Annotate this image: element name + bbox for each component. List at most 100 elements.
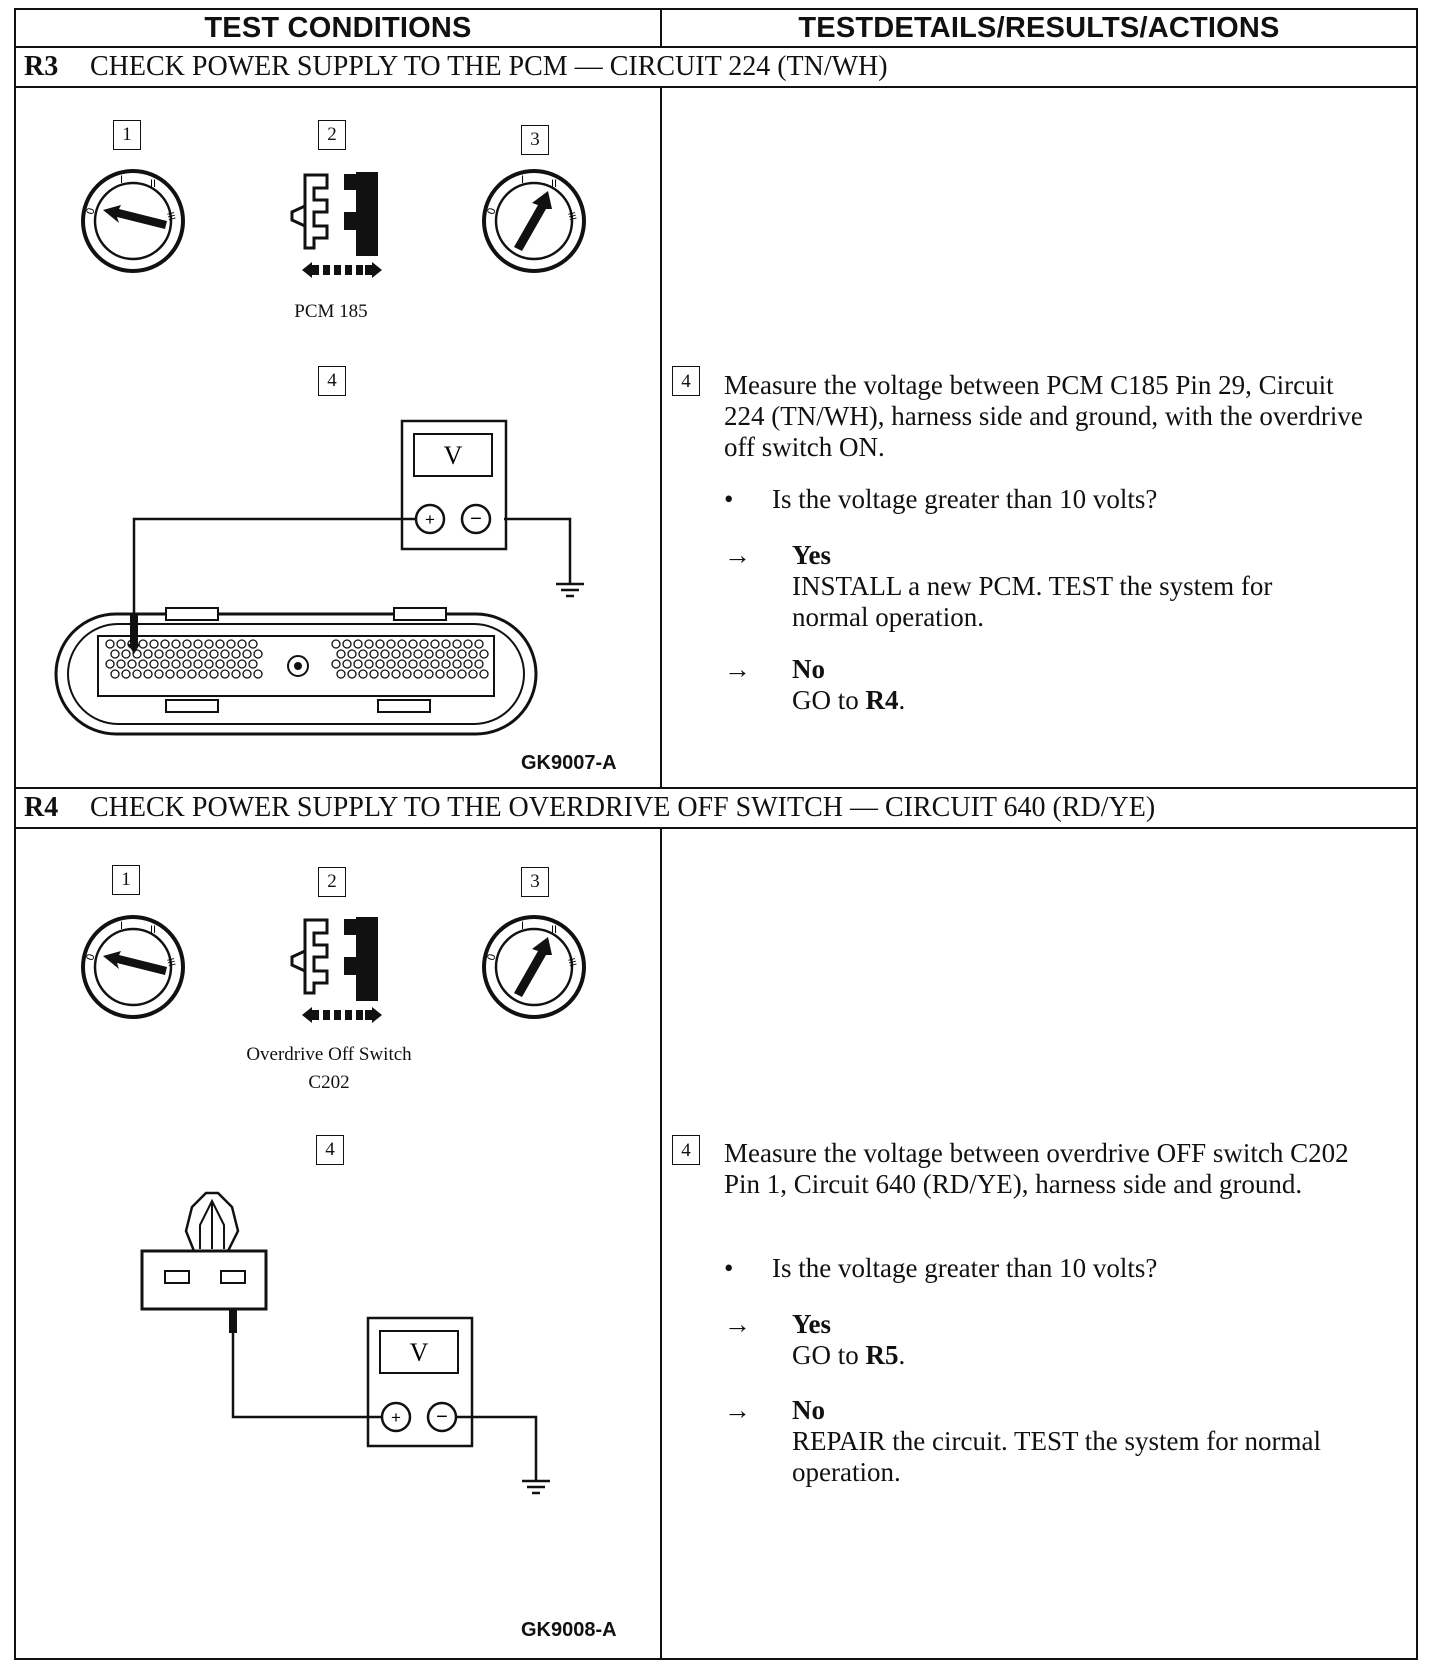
- r4-diagram: 0 I II III 0 I II III: [16, 829, 660, 1656]
- no-label: No: [792, 654, 825, 684]
- figure-code: GK9007-A: [521, 752, 617, 774]
- ignition-off-dial: 0 I II III: [81, 915, 185, 1019]
- figure-code: GK9008-A: [521, 1619, 617, 1641]
- instruction-text: Measure the voltage between overdrive OF…: [724, 1138, 1349, 1199]
- question-text: Is the voltage greater than 10 volts?: [772, 484, 1158, 514]
- r4-diagram-svg: 0 I II III 0 I II III: [81, 915, 586, 1495]
- svg-text:II: II: [551, 924, 557, 936]
- instruction-text: Measure the voltage between PCM C185 Pin…: [724, 370, 1363, 462]
- arrow-right-icon: →: [724, 540, 751, 570]
- section-code: R4: [24, 792, 59, 823]
- svg-text:−: −: [436, 1406, 448, 1428]
- svg-text:III: III: [565, 211, 578, 222]
- svg-text:II: II: [150, 178, 156, 190]
- no-action: REPAIR the circuit. TEST the system for …: [792, 1426, 1352, 1488]
- bullet-icon: •: [724, 484, 734, 514]
- svg-text:V: V: [444, 441, 463, 470]
- connector-caption: Overdrive Off Switch C202: [214, 1041, 444, 1096]
- r4-details: 4 Measure the voltage between overdrive …: [662, 829, 1416, 1656]
- connector-disconnect: [290, 172, 382, 278]
- step-3-box: 3: [521, 867, 549, 897]
- section-title-text: CHECK POWER SUPPLY TO THE PCM — CIRCUIT …: [90, 51, 888, 82]
- svg-text:II: II: [551, 178, 557, 190]
- negative-lead: [504, 517, 572, 584]
- step-3-box: 3: [521, 125, 549, 155]
- no-action-text: REPAIR the circuit. TEST the system for …: [792, 1426, 1321, 1487]
- positive-lead: [132, 517, 416, 631]
- svg-text:I: I: [521, 174, 524, 186]
- step-1-box: 1: [112, 865, 140, 895]
- section-code: R3: [24, 51, 59, 82]
- svg-text:0: 0: [485, 953, 498, 962]
- pcm-pins-right: [331, 639, 489, 679]
- section-title-r4: R4 CHECK POWER SUPPLY TO THE OVERDRIVE O…: [24, 787, 1155, 829]
- question-row: • Is the voltage greater than 10 volts?: [724, 1253, 1157, 1284]
- arrow-right-icon: →: [724, 1309, 751, 1339]
- negative-lead: [456, 1415, 538, 1481]
- yes-action-text: GO to: [792, 1340, 859, 1370]
- ignition-on-dial: 0 I II III: [482, 915, 586, 1019]
- no-action-text: GO to: [792, 685, 859, 715]
- ignition-on-dial: 0 I II III: [482, 169, 586, 273]
- connector-caption-line: C202: [308, 1071, 350, 1093]
- no-action: GO to R4.: [792, 685, 906, 715]
- yes-action-text: INSTALL a new PCM. TEST the system for n…: [792, 571, 1273, 632]
- step-1-box: 1: [113, 120, 141, 150]
- svg-text:I: I: [521, 920, 524, 932]
- svg-text:II: II: [150, 924, 156, 936]
- connector-caption: PCM 185: [246, 298, 416, 326]
- arrow-right-icon: →: [724, 654, 751, 684]
- overdrive-switch-connector: [140, 1191, 268, 1333]
- connector-caption-line: Overdrive Off Switch: [246, 1044, 412, 1065]
- multimeter: V + −: [400, 419, 508, 551]
- section-title-r3: R3 CHECK POWER SUPPLY TO THE PCM — CIRCU…: [24, 46, 888, 88]
- no-label: No: [792, 1395, 825, 1425]
- svg-text:0: 0: [84, 207, 97, 216]
- yes-label: Yes: [792, 1309, 831, 1339]
- header-column-divider: [660, 8, 662, 48]
- column-header-test-conditions: TEST CONDITIONS: [204, 11, 472, 44]
- yes-action: INSTALL a new PCM. TEST the system for n…: [792, 571, 1352, 633]
- svg-text:0: 0: [84, 953, 97, 962]
- r3-column-divider: [660, 86, 662, 788]
- svg-text:+: +: [391, 1408, 401, 1427]
- yes-label: Yes: [792, 540, 831, 570]
- positive-lead: [231, 1333, 382, 1419]
- header-divider: [14, 46, 1418, 48]
- connector-disconnect: [290, 917, 382, 1023]
- svg-text:III: III: [164, 957, 177, 968]
- instruction-step-box: 4: [672, 366, 700, 396]
- r4-title-divider: [14, 827, 1418, 829]
- connector-caption-line: PCM 185: [294, 301, 368, 322]
- pcm-connector: [54, 607, 538, 736]
- ground-symbol: [556, 582, 584, 598]
- svg-text:III: III: [565, 957, 578, 968]
- question-text: Is the voltage greater than 10 volts?: [772, 1253, 1158, 1283]
- ignition-off-dial: 0 I II III: [81, 169, 185, 273]
- step-4-box: 4: [318, 366, 346, 396]
- svg-text:0: 0: [485, 207, 498, 216]
- yes-action: GO to R5.: [792, 1340, 906, 1370]
- section-title-text: CHECK POWER SUPPLY TO THE OVERDRIVE OFF …: [90, 792, 1156, 823]
- no-action-ref[interactable]: R4: [865, 685, 899, 715]
- ground-symbol: [522, 1479, 550, 1495]
- svg-text:+: +: [425, 510, 435, 529]
- r3-diagram: 0 I II III 0 I II: [16, 88, 660, 786]
- yes-action-ref[interactable]: R5: [865, 1340, 899, 1370]
- svg-text:I: I: [120, 920, 123, 932]
- instruction-step-box: 4: [672, 1135, 700, 1165]
- svg-text:V: V: [410, 1338, 429, 1367]
- step-4-box: 4: [316, 1135, 344, 1165]
- bullet-icon: •: [724, 1253, 734, 1283]
- question-row: • Is the voltage greater than 10 volts?: [724, 484, 1157, 515]
- r4-column-divider: [660, 827, 662, 1658]
- svg-text:III: III: [164, 211, 177, 222]
- step-2-box: 2: [318, 120, 346, 150]
- column-header-test-details: TESTDETAILS/RESULTS/ACTIONS: [798, 11, 1280, 44]
- r3-details: 4 Measure the voltage between PCM C185 P…: [662, 88, 1416, 786]
- r3-diagram-svg: 0 I II III 0 I II: [54, 169, 586, 736]
- r3-bottom-divider: [14, 787, 1418, 789]
- svg-text:−: −: [470, 508, 482, 530]
- step-2-box: 2: [318, 867, 346, 897]
- svg-text:I: I: [120, 174, 123, 186]
